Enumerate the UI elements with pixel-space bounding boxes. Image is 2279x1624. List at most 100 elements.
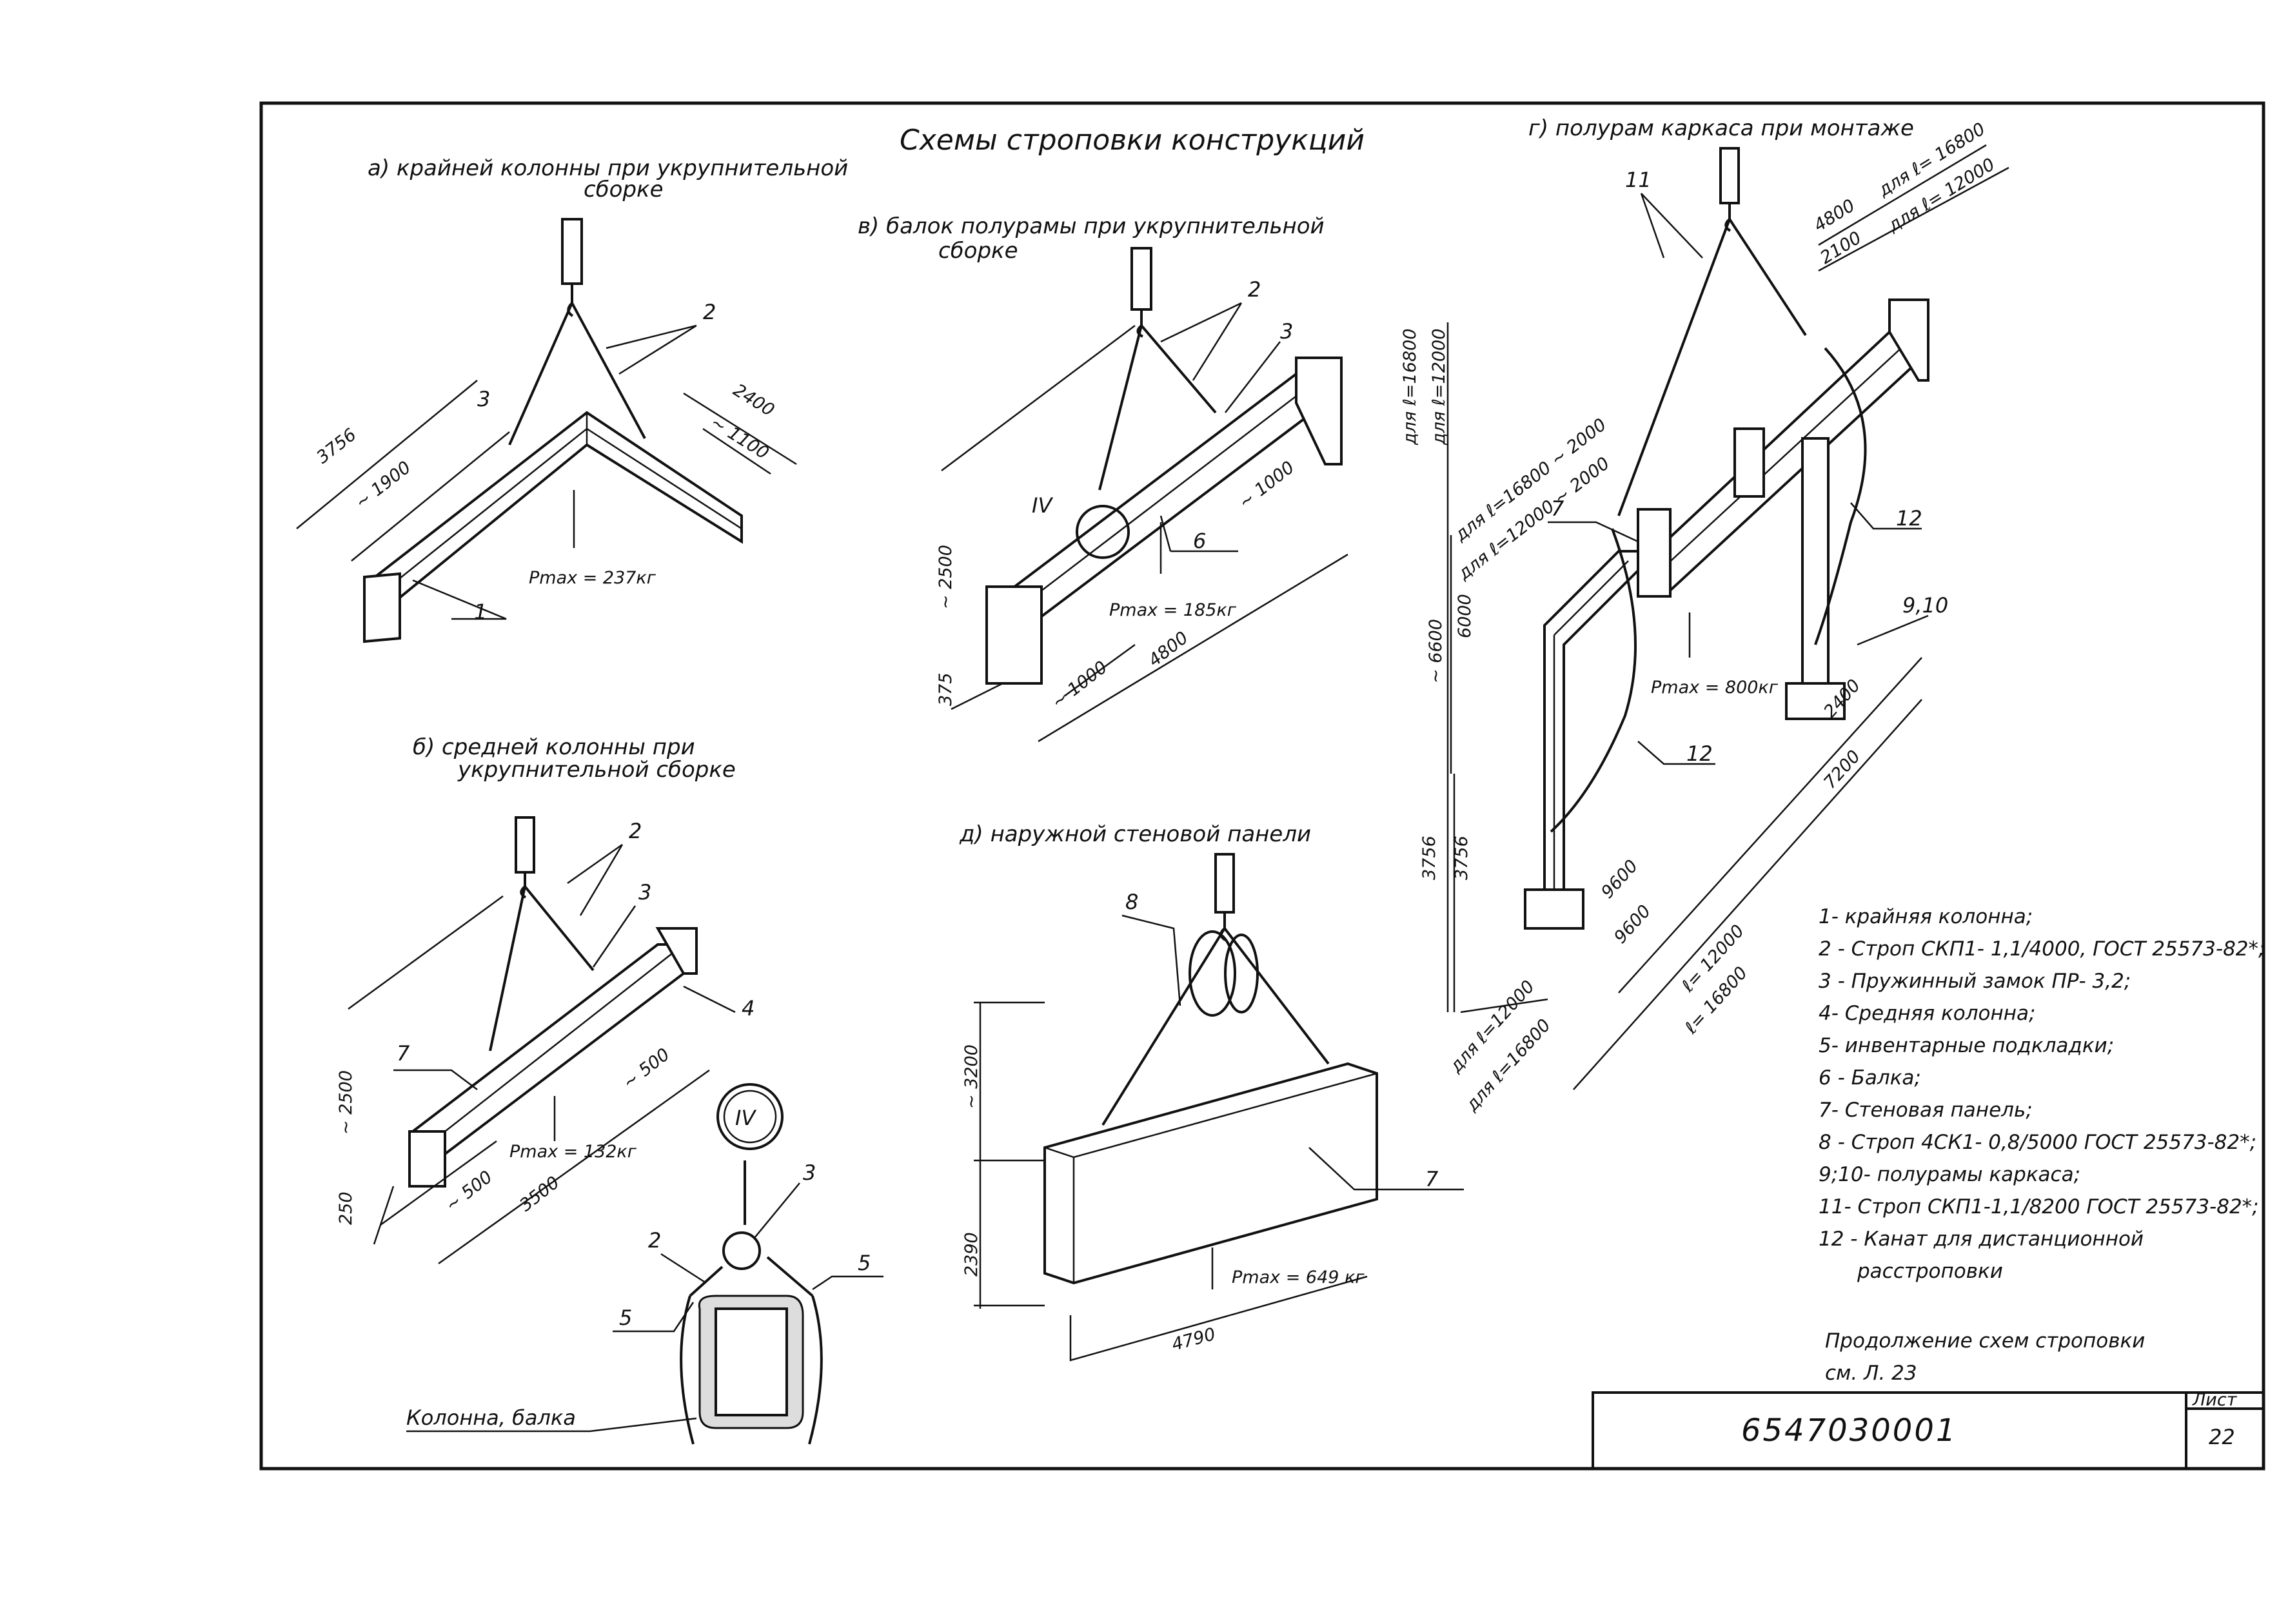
- section-d-title: д) наружной стеновой панели: [959, 821, 1311, 847]
- dim-2500-b: ~ 2500: [336, 1070, 356, 1135]
- dim-6600-g: ~ 6600: [1426, 619, 1446, 683]
- pmax-d: Pmax = 649 кг: [1232, 1267, 1365, 1287]
- dim-4800-v: 4800: [1145, 628, 1192, 671]
- section-a-edge-column: а) крайней колонны при укрупнительной сб…: [296, 155, 848, 643]
- detail-iv-sling-lock: IV 2 3 5 5 Колонна, балка: [406, 1083, 883, 1445]
- label-4-b: 4: [742, 996, 755, 1021]
- wall-panel-7: [1043, 1062, 1378, 1285]
- legend: 1- крайняя колонна; 2 - Строп СКП1- 1,1/…: [1819, 905, 2265, 1385]
- label-IV-v: IV: [1032, 493, 1053, 518]
- section-a-title: а) крайней колонны при укрупнительной: [368, 155, 848, 181]
- detail-iv-marker-circle: [1076, 505, 1130, 559]
- dim-375-v: 375: [936, 672, 956, 706]
- main-title: Схемы строповки конструкций: [900, 124, 1365, 157]
- legend-item-12: 12 - Канат для дистанционной: [1819, 1228, 2144, 1251]
- crane-hook-icon: [561, 218, 583, 285]
- label-3-b: 3: [638, 880, 651, 905]
- legend-item-7: 7- Стеновая панель;: [1819, 1099, 2033, 1122]
- section-g-half-frame: г) полурам каркаса при монтаже 4800 2100…: [1400, 115, 2009, 1115]
- section-b-middle-column: б) средней колонны при укрупнительной сб…: [336, 734, 755, 1265]
- label-3: 3: [477, 387, 490, 411]
- beam-end-plate: [985, 585, 1043, 685]
- section-v-title-2: сборке: [938, 238, 1018, 264]
- pmax-g: Pmax = 800кг: [1651, 678, 1779, 698]
- section-v-beam: в) балок полурамы при укрупнительной сбо…: [858, 213, 1348, 743]
- dim-7200-g: 7200: [1820, 747, 1864, 793]
- section-b-title: б) средней колонны при: [413, 734, 695, 760]
- pmax-b: Pmax = 132кг: [509, 1142, 637, 1162]
- rope-12: [1550, 528, 1637, 833]
- dim-500b-b: ~ 500: [619, 1044, 673, 1093]
- label-6-v: 6: [1193, 529, 1206, 553]
- label-2-v: 2: [1248, 277, 1261, 302]
- section-a-title-2: сборке: [584, 177, 664, 202]
- section-d-wall-panel: д) наружной стеновой панели 8 7 ~ 3200 2…: [959, 821, 1464, 1362]
- label-2: 2: [703, 300, 716, 324]
- label-5b-iv: 5: [858, 1251, 871, 1275]
- legend-item-11: 11- Строп СКП1-1,1/8200 ГОСТ 25573-82*;: [1819, 1195, 2259, 1218]
- section-b-title-2: укрупнительной сборке: [457, 757, 736, 783]
- label-7-d: 7: [1425, 1167, 1439, 1191]
- sheet-frame: [259, 101, 2265, 1471]
- dim-9600a-g: 9600: [1597, 856, 1642, 903]
- spring-lock-icon: [722, 1231, 761, 1270]
- pmax-a: Pmax = 237кг: [529, 568, 656, 588]
- label-1: 1: [474, 600, 487, 624]
- detail-iv-circle: [716, 1083, 784, 1150]
- dim-250-b: 250: [336, 1191, 356, 1225]
- dim-3756a-g: 3756: [1419, 836, 1439, 880]
- dim-2390-d: 2390: [962, 1232, 982, 1277]
- legend-item-2: 2 - Строп СКП1- 1,1/4000, ГОСТ 25573-82*…: [1819, 937, 2265, 961]
- legend-item-4: 4- Средняя колонна;: [1819, 1002, 2035, 1025]
- detail-iv-caption: Колонна, балка: [406, 1405, 576, 1430]
- pmax-v: Pmax = 185кг: [1109, 600, 1237, 620]
- document-number: 6547030001: [1741, 1413, 1957, 1449]
- dim-9600b-g: 9600: [1610, 901, 1655, 948]
- crane-hook-icon-b: [515, 816, 535, 874]
- dim-2400: 2400: [729, 380, 778, 421]
- dim-1000b-v: ~ 1000: [1235, 458, 1298, 513]
- continuation-sheet: см. Л. 23: [1825, 1362, 1917, 1385]
- label-910-g: 9,10: [1902, 593, 1948, 618]
- crane-hook-icon-g: [1719, 147, 1740, 204]
- sling-loop-8: [1189, 930, 1236, 1017]
- label-12b-g: 12: [1686, 741, 1713, 766]
- legend-item-1: 1- крайняя колонна;: [1819, 905, 2033, 928]
- dim-6000-g: 6000: [1455, 594, 1475, 638]
- for-16800-left: для ℓ=16800: [1400, 329, 1420, 445]
- legend-item-6: 6 - Балка;: [1819, 1066, 1921, 1090]
- label-7-b: 7: [397, 1041, 410, 1066]
- label-2-iv: 2: [648, 1228, 661, 1253]
- for-12000-left: для ℓ=12000: [1429, 329, 1449, 445]
- legend-item-12-cont: расстроповки: [1857, 1260, 2003, 1283]
- dim-3756: 3756: [313, 425, 360, 468]
- section-v-title: в) балок полурамы при укрупнительной: [858, 213, 1325, 239]
- sheet-label: Лист: [2192, 1390, 2238, 1410]
- label-12a-g: 12: [1896, 506, 1922, 531]
- column-plate-b: [408, 1130, 446, 1188]
- label-5a-iv: 5: [619, 1306, 632, 1330]
- dim-2500-v: ~ 2500: [936, 545, 956, 609]
- legend-item-3: 3 - Пружинный замок ПР- 3,2;: [1819, 970, 2131, 993]
- crane-hook-icon-v: [1130, 247, 1152, 311]
- legend-item-5: 5- инвентарные подкладки;: [1819, 1034, 2114, 1057]
- label-2-b: 2: [629, 819, 642, 843]
- title-block: 6547030001 Лист 22: [1592, 1390, 2264, 1469]
- legend-item-8: 8 - Строп 4СК1- 0,8/5000 ГОСТ 25573-82*;: [1819, 1131, 2256, 1154]
- label-7-g: 7: [1551, 496, 1564, 521]
- label-8-d: 8: [1125, 890, 1138, 914]
- crane-hook-icon-d: [1214, 853, 1235, 914]
- dim-1900: ~ 1900: [351, 458, 415, 513]
- sheet-number: 22: [2209, 1425, 2235, 1449]
- dim-4790-d: 4790: [1170, 1324, 1218, 1355]
- label-11-g: 11: [1625, 168, 1652, 192]
- dim-1000a-v: ~ 1000: [1048, 658, 1111, 713]
- label-3-v: 3: [1280, 319, 1293, 344]
- detail-iv-marker: IV: [735, 1106, 756, 1130]
- half-frame-column-left: [1543, 550, 1639, 894]
- label-3-iv: 3: [803, 1160, 816, 1185]
- sling-2: [508, 302, 646, 445]
- legend-item-9: 9;10- полурамы каркаса;: [1819, 1163, 2080, 1186]
- continuation-note: Продолжение схем строповки: [1825, 1329, 2145, 1353]
